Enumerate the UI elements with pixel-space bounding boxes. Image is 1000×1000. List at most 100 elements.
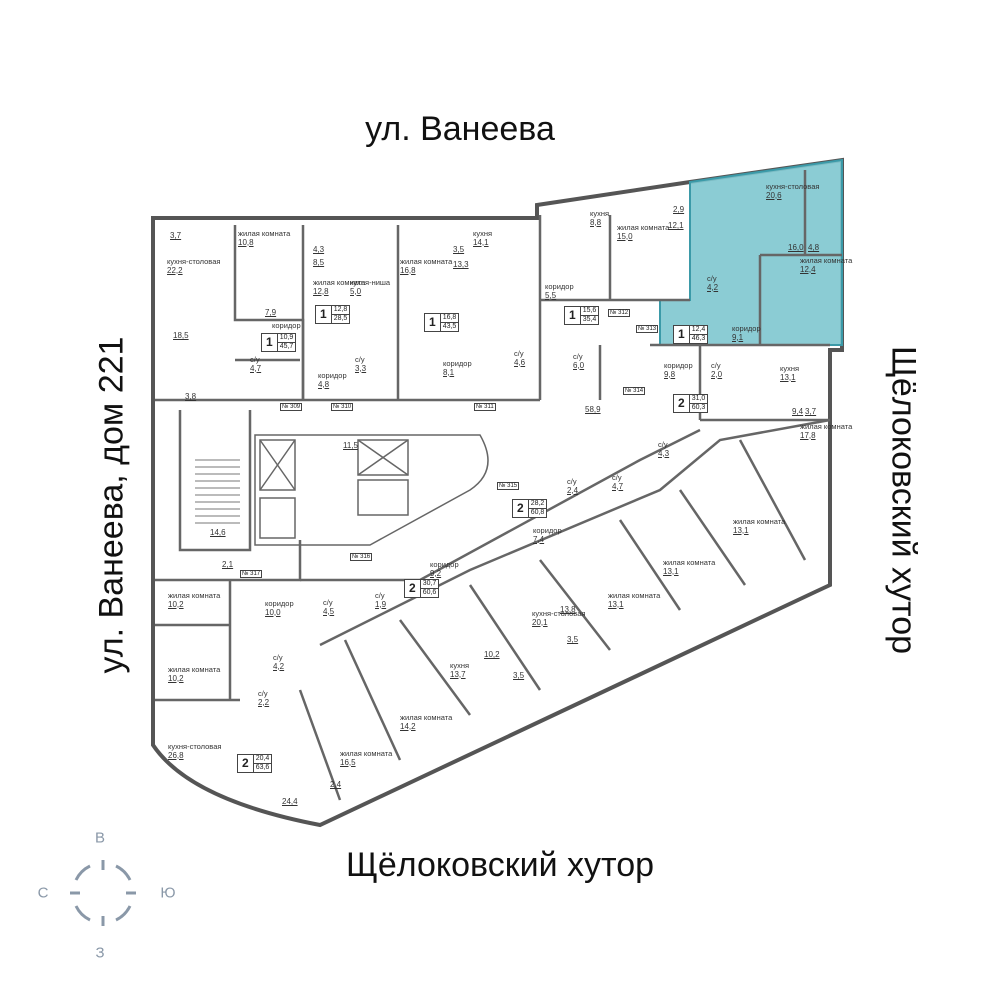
room-area: 13,7 [450,669,466,679]
room-area: 3,3 [355,363,367,373]
room-area: 16,0 [788,243,804,252]
apartment-rooms: 2 [405,580,421,597]
room-area: 3,7 [170,231,182,240]
room-name: жилая комната [800,422,853,431]
compass-east: Ю [160,884,176,902]
room-area: 18,5 [173,331,189,340]
room-area: 17,8 [800,430,816,440]
room-name: кухня-столовая [532,609,586,618]
apartment-living-area: 15,6 [580,307,599,316]
room-area: 4,2 [707,282,719,292]
room-label: 3,8 [185,392,197,402]
apartment-door-number: № 312 [608,309,631,317]
room-area: 12,8 [313,286,329,296]
room-area: 4,8 [808,243,820,252]
room-label: 3,5 [567,635,579,645]
room-name: с/у [658,440,668,449]
room-name: коридор [430,560,459,569]
room-area: 2,0 [711,369,723,379]
room-name: жилая комната [400,713,453,722]
room-area: 4,7 [250,363,262,373]
compass-icon [70,860,136,926]
room-label: 18,5 [173,331,189,341]
room-area: 58,9 [585,405,601,414]
apartment-living-area: 12,4 [689,326,708,335]
room-area: 15,0 [617,231,633,241]
room-area: 4,3 [313,245,325,254]
room-name: жилая комната [608,591,661,600]
room-name: с/у [323,598,333,607]
room-area: 11,5 [343,441,358,450]
room-area: 13,1 [733,525,749,535]
room-area: 2,9 [673,205,685,214]
apartment-door-number: № 309 [280,403,303,411]
room-area: 3,5 [453,245,465,254]
apartment-living-area: 12,8 [331,306,350,315]
room-label: 4,8 [808,243,820,253]
room-name: с/у [612,473,622,482]
street-label-left: ул. Ванеева, дом 221 [92,336,131,674]
room-area: 10,8 [238,237,254,247]
room-area: 1,9 [375,599,387,609]
room-area: 4,7 [612,481,624,491]
room-area: 4,2 [273,661,285,671]
apartment-living-area: 20,4 [253,755,272,764]
room-area: 26,8 [168,750,184,760]
room-name: с/у [707,274,717,283]
street-label-right: Щёлоковский хутор [884,345,923,655]
room-area: 3,5 [567,635,579,644]
apartment-total-area: 46,3 [691,335,706,342]
room-name: кухня [780,364,800,373]
room-name: жилая комната [400,257,453,266]
room-area: 13,8 [560,605,576,614]
room-name: кухня-столовая [766,182,820,191]
room-area: 8,1 [443,367,455,377]
room-area: 7,4 [533,534,545,544]
room-area: 20,1 [532,617,548,627]
apartment-rooms: 2 [513,500,529,517]
room-label: 13,8 [560,605,576,615]
room-area: 9,8 [664,369,676,379]
room-name: коридор [732,324,761,333]
apartment-rooms: 1 [565,307,581,324]
room-area: 3,8 [185,392,197,401]
apartment-living-area: 31,0 [689,395,708,404]
room-area: 4,3 [658,448,670,458]
room-name: кухня [590,209,610,218]
room-name: жилая комната [238,229,291,238]
apartment-door-number: № 313 [636,325,659,333]
street-label-bottom: Щёлоковский хутор [345,846,655,884]
room-area: 2,4 [567,485,579,495]
room-area: 14,2 [400,721,416,731]
room-name: жилая комната [800,256,853,265]
room-label: 9,4 [792,407,803,417]
interior-walls [155,170,842,801]
apartment-total-area: 60,8 [530,509,545,516]
apartment-door-number: № 315 [497,482,520,490]
apartment-living-area: 10,9 [277,334,296,343]
room-area: 3,7 [805,407,817,416]
apartment-rooms: 1 [425,314,441,331]
